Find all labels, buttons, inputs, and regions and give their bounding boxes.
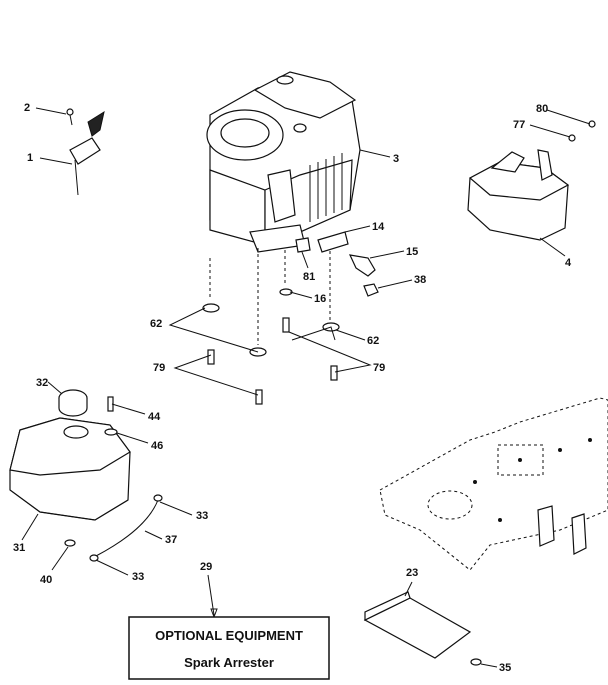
callout-80: 80 [536,103,548,115]
fuel-fittings [279,231,379,297]
throttle-control [66,108,105,196]
spark-arrester [363,591,482,666]
callout-14: 14 [372,221,385,233]
callout-79-left: 79 [153,362,165,374]
callout-38: 38 [414,274,426,286]
callout-62-right: 62 [367,335,379,347]
callout-15: 15 [406,246,418,258]
optional-equipment-box: OPTIONAL EQUIPMENT Spark Arrester [128,616,330,680]
callout-77: 77 [513,119,525,131]
washers-bolts [168,303,372,405]
callout-2: 2 [24,102,30,114]
callout-16: 16 [314,293,326,305]
engine [206,71,361,345]
callout-23: 23 [406,567,418,579]
chassis-plate [379,397,608,571]
optional-equipment-title: OPTIONAL EQUIPMENT [155,628,303,643]
callout-33-lower: 33 [132,571,144,583]
callout-40: 40 [40,574,52,586]
callout-62-left: 62 [150,318,162,330]
callout-32: 32 [36,377,48,389]
callout-31: 31 [13,542,25,554]
fuel-tank [9,389,131,547]
callout-33-upper: 33 [196,510,208,522]
callout-79-right: 79 [373,362,385,374]
callout-labels: 1 2 3 14 15 81 38 16 4 80 77 62 62 79 79… [13,102,572,674]
muffler [467,120,596,241]
callout-37: 37 [165,534,177,546]
leader-lines [21,107,591,668]
callout-29: 29 [200,561,212,573]
callout-81: 81 [303,271,315,283]
callout-3: 3 [393,153,399,165]
callout-1: 1 [27,152,33,164]
callout-46: 46 [151,440,163,452]
callout-35: 35 [499,662,511,674]
callout-4: 4 [565,257,572,269]
fuel-line [89,494,163,562]
optional-equipment-subtitle: Spark Arrester [184,655,274,670]
callout-44: 44 [148,411,161,423]
